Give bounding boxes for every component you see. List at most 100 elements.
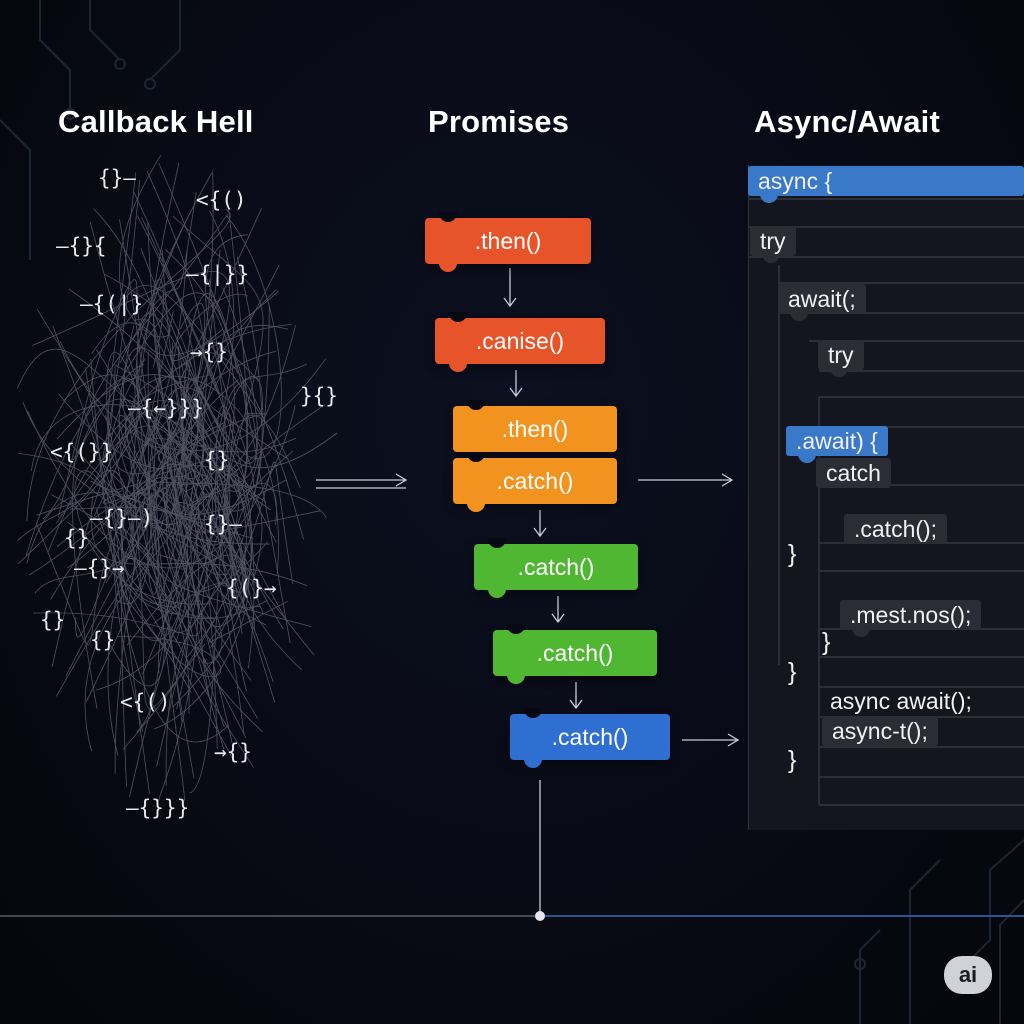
tangle-curve	[74, 470, 211, 605]
tangle-curve	[164, 465, 255, 669]
tangle-curve	[36, 480, 158, 516]
tangle-curve	[91, 495, 308, 586]
tangle-curve	[119, 264, 280, 693]
callback-hell-title: Callback Hell	[58, 104, 254, 139]
tangle-curve	[172, 342, 304, 540]
promise-canise-block: .canise()	[435, 312, 605, 372]
tangle-curve	[90, 358, 230, 743]
tangle-curve	[174, 451, 267, 749]
code-await-block-line: .await) {	[786, 426, 888, 463]
callback-fragment: —{|}}	[186, 262, 250, 286]
tangle-curve	[42, 398, 287, 620]
code-async-line: async {	[748, 166, 1024, 203]
flow-arrow	[509, 370, 523, 398]
tangle-curve	[89, 222, 205, 479]
tangle-curve	[102, 179, 292, 460]
tangle-curve	[65, 412, 232, 677]
tangle-curve	[175, 493, 263, 733]
code-closing-brace: }	[788, 540, 797, 568]
arrow-promises-to-async	[638, 473, 734, 487]
callback-fragment: {}—	[204, 512, 242, 536]
tangle-curve	[153, 250, 227, 624]
arrow-final-catch-to-async	[682, 733, 740, 747]
callback-fragment: {}	[40, 608, 66, 632]
tangle-curve	[224, 204, 249, 567]
tangle-curve	[26, 208, 231, 522]
tangle-curve	[208, 536, 289, 643]
tangle-curve	[56, 492, 153, 548]
tangle-curve	[90, 480, 259, 585]
tangle-curve	[68, 292, 291, 644]
tangle-curve	[122, 461, 294, 750]
tangle-curve	[152, 278, 233, 619]
code-await-line: await(;	[778, 284, 866, 321]
tangle-curve	[35, 422, 224, 646]
tangle-curve	[148, 454, 327, 519]
ai-logo-badge: ai	[944, 956, 992, 994]
circuit-trace	[0, 119, 31, 260]
tangle-curve	[189, 414, 301, 794]
tangle-curve	[18, 453, 176, 608]
tangle-curve	[121, 438, 267, 787]
tangle-curve	[17, 364, 116, 541]
tangle-curve	[113, 249, 188, 732]
tangle-curve	[137, 170, 214, 448]
tangle-curve	[115, 365, 212, 549]
callback-fragment: →{}	[214, 740, 252, 764]
circuit-trace	[39, 0, 71, 110]
tangle-curve	[190, 432, 252, 627]
tangle-curve	[116, 492, 183, 723]
tangle-curve	[105, 558, 165, 687]
tangle-curve	[72, 213, 228, 709]
timeline-node	[535, 911, 545, 921]
circuit-node	[114, 58, 126, 70]
promise-then-block: .then()	[453, 400, 617, 460]
callback-fragment: {}	[64, 526, 90, 550]
circuit-trace	[959, 839, 1024, 971]
tangle-curve	[169, 421, 245, 727]
tangle-curve	[223, 363, 308, 635]
tangle-curve	[126, 554, 249, 730]
tangle-curve	[180, 293, 238, 441]
circuit-trace	[149, 0, 181, 81]
circuit-trace	[89, 0, 121, 61]
tangle-curve	[28, 475, 199, 643]
callback-fragment: —{(|}	[80, 292, 144, 316]
tangle-curve	[25, 377, 136, 556]
promise-catch-block: .catch()	[453, 452, 617, 512]
tangle-curve	[159, 449, 263, 565]
code-method-line: .mest.nos();	[840, 600, 982, 637]
callback-fragment: {}	[90, 628, 116, 652]
flow-arrow	[533, 510, 547, 538]
tangle-curve	[154, 256, 263, 512]
callback-fragment: —{}}}	[126, 796, 190, 820]
tangle-curve	[109, 394, 189, 641]
code-async-await-line: async await();	[830, 687, 972, 714]
callback-fragment: {}—	[98, 166, 136, 190]
circuit-trace	[909, 859, 941, 1024]
tangle-curve	[68, 288, 247, 584]
tangle-curve	[33, 464, 201, 636]
code-closing-brace: }	[822, 628, 831, 656]
tangle-curve	[47, 400, 213, 691]
code-closing-brace: }	[788, 746, 797, 774]
tangle-curve	[170, 302, 206, 516]
tangle-curve	[104, 154, 171, 338]
callback-fragment: —{←}}}	[128, 396, 204, 420]
circuit-node	[144, 78, 156, 90]
callback-fragment: <{()	[120, 690, 171, 714]
promise-catch-block: .catch()	[510, 708, 670, 768]
tangle-curve	[182, 289, 296, 486]
tangle-curve	[119, 192, 197, 364]
tangle-curve	[69, 507, 175, 752]
tangle-curve	[138, 404, 269, 593]
code-try-line: try	[818, 340, 864, 377]
callback-fragment: —{}—)	[90, 506, 154, 530]
tangle-curve	[95, 162, 180, 532]
callback-fragment: →{}	[190, 340, 228, 364]
code-try-line: try	[750, 226, 796, 263]
tangle-curve	[93, 208, 338, 469]
callback-fragment: <{()	[196, 188, 247, 212]
promises-title: Promises	[428, 104, 570, 139]
